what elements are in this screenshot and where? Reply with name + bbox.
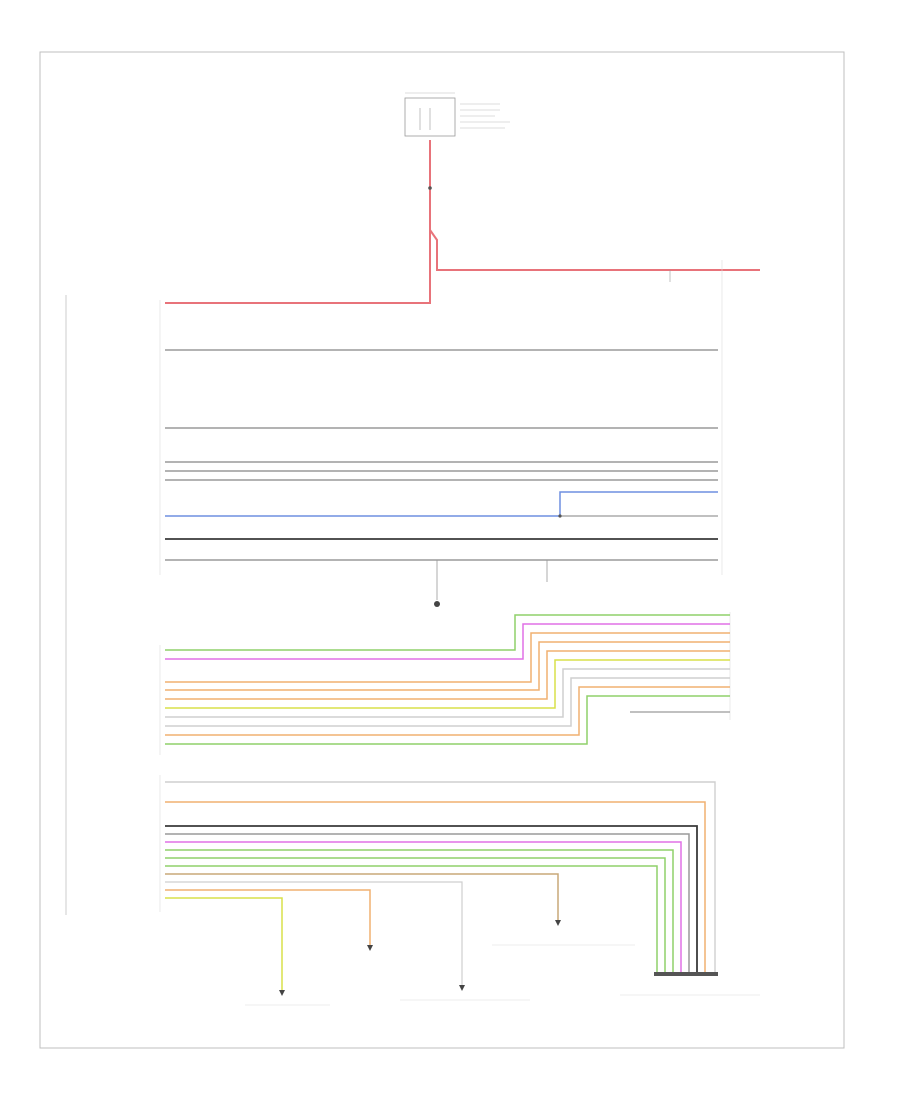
middle-wire-bundle: [165, 614, 730, 745]
fuse-box: [404, 92, 510, 137]
power-feed-wire: [165, 140, 760, 304]
connector-arrow-icon: [279, 990, 285, 996]
terminal-markers: [279, 920, 718, 996]
upper-connector-rows: [165, 349, 718, 561]
left-connector-strip: [65, 295, 161, 915]
blue-signal-wire: [165, 491, 718, 518]
connector-arrow-icon: [367, 945, 373, 951]
lower-wire-bundle: [165, 781, 716, 990]
connector-arrow-icon: [654, 972, 718, 976]
connector-arrow-icon: [555, 920, 561, 926]
component-outlines: [245, 944, 760, 1006]
splice-dot: [428, 186, 432, 190]
ground-branch: [434, 560, 548, 607]
connector-arrow-icon: [459, 985, 465, 991]
diagram-frame: [39, 51, 845, 1049]
right-connector-strip: [721, 260, 731, 720]
